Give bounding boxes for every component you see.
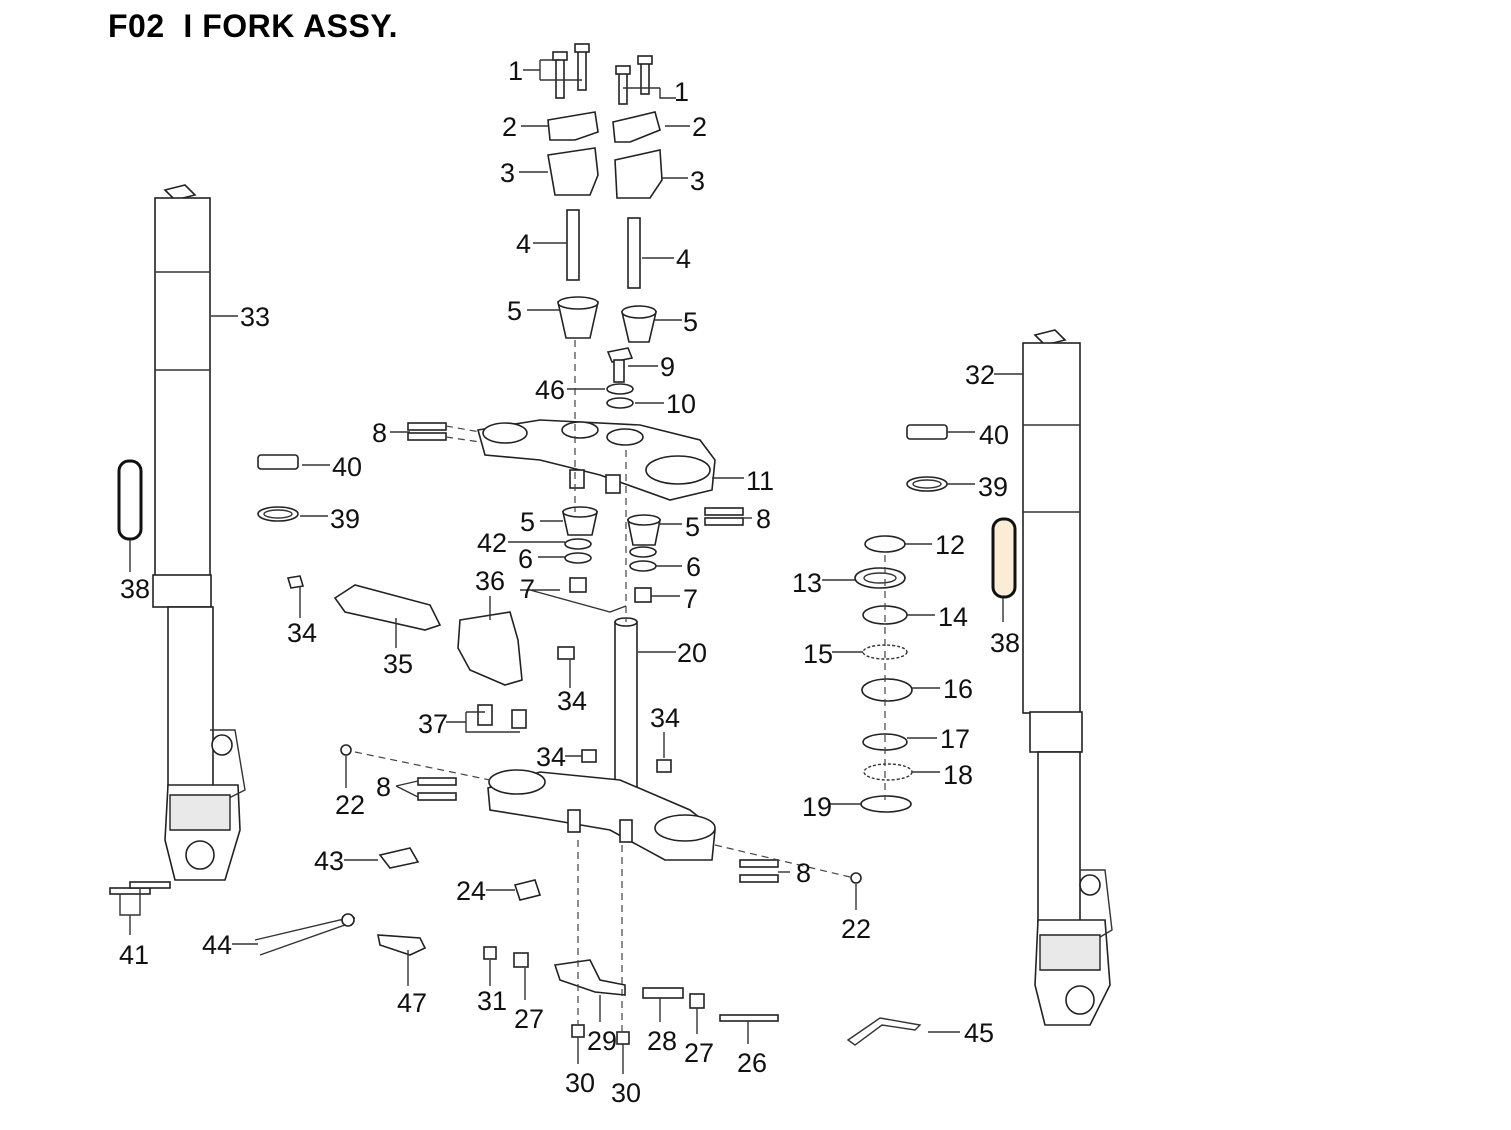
callout-label: 41: [119, 940, 149, 970]
callout-label: 5: [683, 307, 698, 337]
fender-brackets: [286, 575, 672, 773]
upper-triple-clamp: [476, 419, 716, 501]
callout-label: 40: [332, 452, 362, 482]
callout-label: 18: [943, 760, 973, 790]
upper-clamp-bolts: [407, 422, 744, 526]
callout-label: 14: [938, 602, 968, 632]
callout-label: 1: [508, 56, 523, 86]
callout-label: 8: [796, 858, 811, 888]
callout-label: 4: [516, 229, 531, 259]
callout-label: 39: [330, 504, 360, 534]
steering-bearings: [854, 535, 913, 813]
center-bolt-washers: [606, 347, 634, 409]
callout-label: 27: [684, 1038, 714, 1068]
callout-label: 44: [202, 930, 232, 960]
callout-label: 2: [502, 112, 517, 142]
callout-label: 4: [676, 244, 691, 274]
callout-label: 1: [674, 77, 689, 107]
callout-label: 34: [536, 742, 566, 772]
callout-label: 5: [685, 512, 700, 542]
callout-label: 24: [456, 876, 486, 906]
callout-label: 33: [240, 302, 270, 332]
callout-label: 11: [746, 466, 774, 496]
callout-label: 19: [802, 792, 832, 822]
callout-label: 15: [803, 639, 833, 669]
callout-label: 43: [314, 846, 344, 876]
callout-label: 37: [418, 709, 448, 739]
callout-label: 8: [756, 504, 771, 534]
callout-label: 34: [287, 618, 317, 648]
callout-label: 45: [964, 1018, 994, 1048]
callout-label: 13: [792, 568, 822, 598]
callout-label: 39: [978, 472, 1008, 502]
lower-triple-clamp: [340, 744, 862, 884]
callout-label: 16: [943, 674, 973, 704]
callout-label: 6: [686, 552, 701, 582]
callout-label: 3: [500, 158, 515, 188]
handlebar-clamp-parts: [547, 43, 663, 343]
callout-label: 5: [520, 507, 535, 537]
callout-label: 29: [587, 1026, 617, 1056]
callout-label: 30: [565, 1068, 595, 1098]
mid-bushing-stack: [562, 506, 661, 603]
callout-label: 38: [990, 628, 1020, 658]
callout-label: 46: [535, 375, 565, 405]
fork-seals: [257, 424, 948, 522]
callout-label: 17: [940, 724, 970, 754]
callout-label: 5: [507, 296, 522, 326]
callout-label: 34: [650, 703, 680, 733]
callout-label: 30: [611, 1078, 641, 1108]
callout-label: 8: [376, 772, 391, 802]
callout-labels: 1 1 2 2 3 3 4 4 5 5 9 46 10 8 11 8 5 5 4…: [119, 56, 1020, 1108]
callout-label: 20: [677, 638, 707, 668]
page-title: F02 I FORK ASSY.: [108, 8, 399, 44]
left-reflector: [117, 459, 143, 541]
left-fork-tube: [152, 184, 246, 881]
callout-label: 8: [372, 418, 387, 448]
callout-label: 6: [518, 544, 533, 574]
callout-label: 3: [690, 166, 705, 196]
callout-label: 12: [935, 530, 965, 560]
callout-label: 38: [120, 574, 150, 604]
callout-label: 40: [979, 420, 1009, 450]
leader-lines: [119, 59, 1023, 1074]
callout-label: 28: [647, 1026, 677, 1056]
callout-label: 35: [383, 649, 413, 679]
callout-label: 26: [737, 1048, 767, 1078]
callout-label: 34: [557, 686, 587, 716]
bottom-hardware: [109, 840, 922, 1046]
callout-label: 42: [477, 528, 507, 558]
callout-label: 9: [660, 352, 675, 382]
callout-label: 7: [520, 574, 535, 604]
callout-label: 2: [692, 112, 707, 142]
callout-label: 27: [514, 1004, 544, 1034]
right-reflector: [991, 517, 1017, 599]
callout-label: 32: [965, 360, 995, 390]
callout-label: 47: [397, 988, 427, 1018]
callout-label: 7: [683, 584, 698, 614]
callout-label: 31: [477, 986, 507, 1016]
callout-label: 36: [475, 566, 505, 596]
right-fork-tube: [1022, 329, 1113, 1026]
callout-label: 22: [841, 914, 871, 944]
callout-label: 10: [666, 389, 696, 419]
callout-label: 22: [335, 790, 365, 820]
